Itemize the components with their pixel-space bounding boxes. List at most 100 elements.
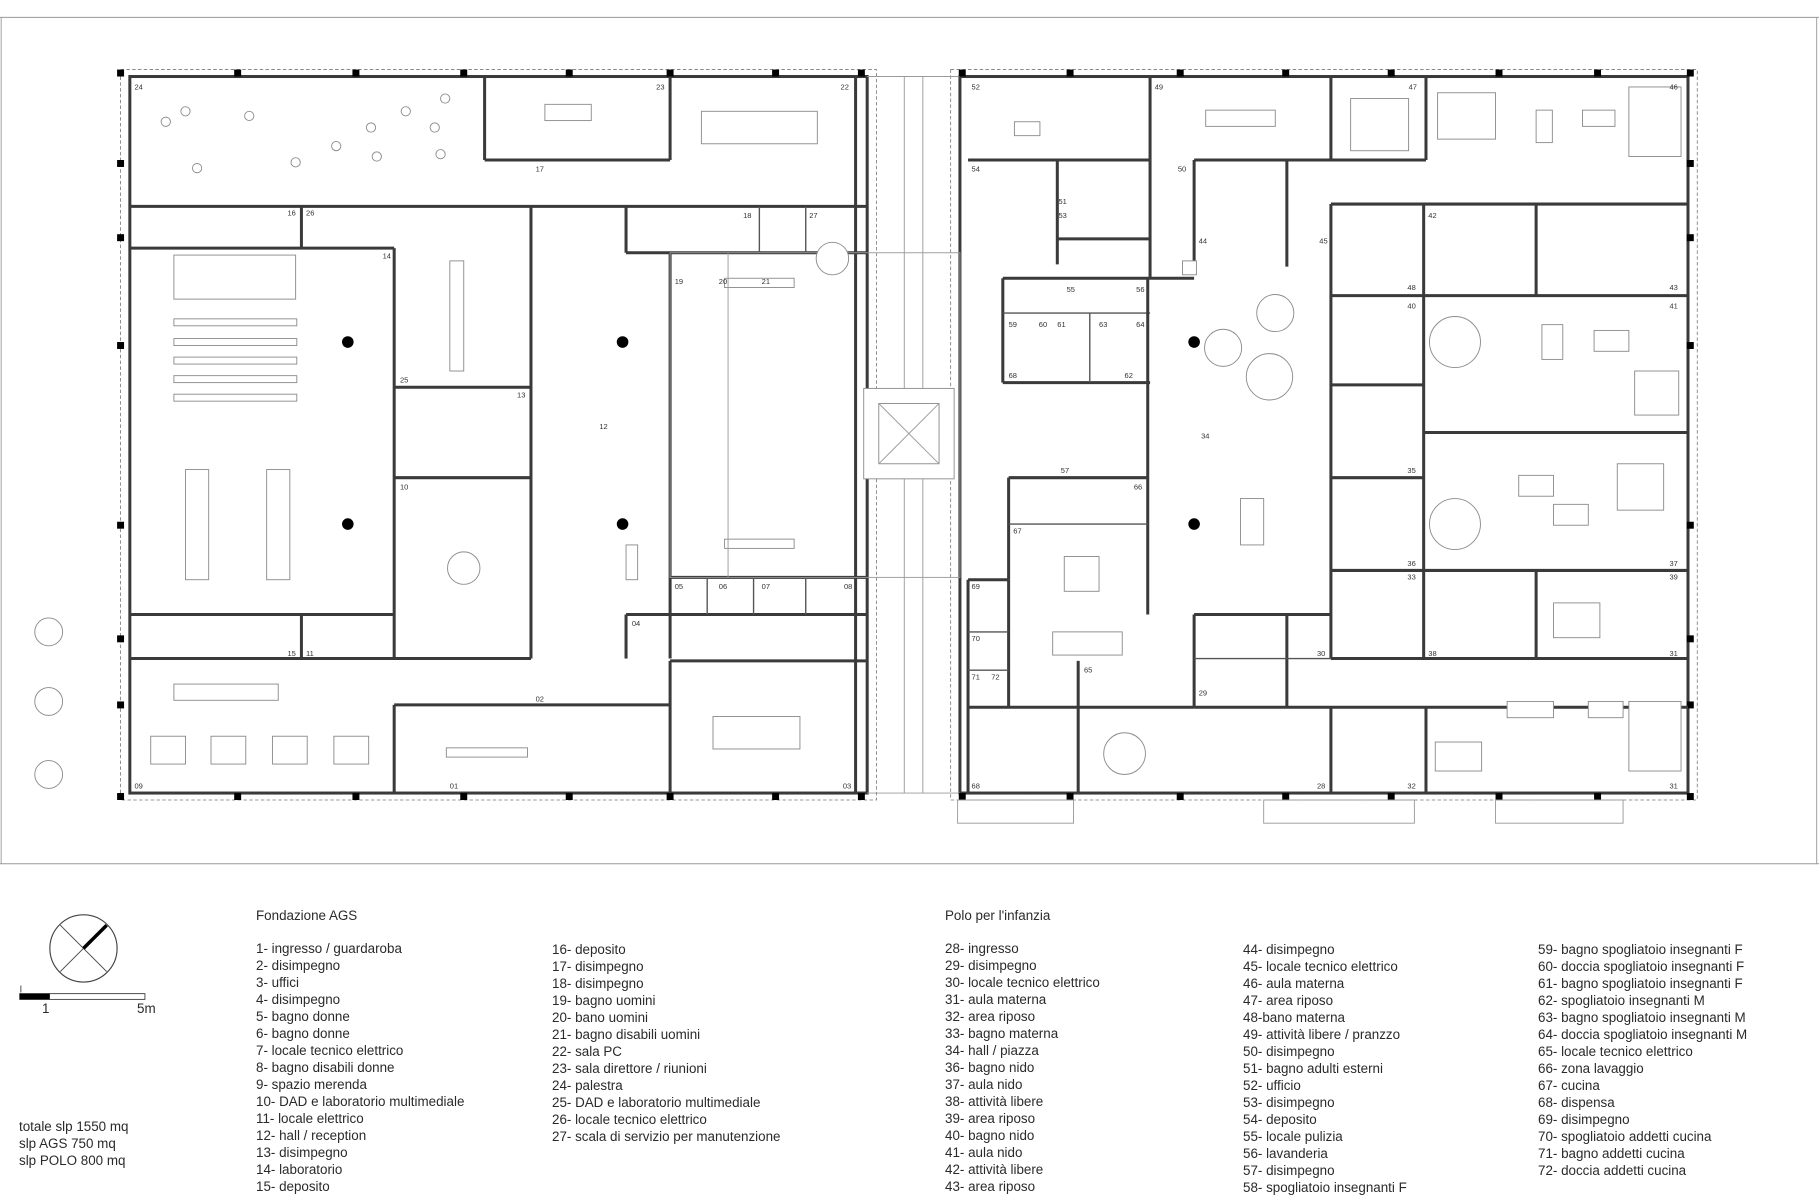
svg-text:66: 66: [1134, 482, 1142, 491]
legend-item: 50- disimpegno: [1243, 1044, 1335, 1059]
svg-text:70: 70: [972, 634, 980, 643]
svg-text:41: 41: [1669, 301, 1677, 310]
legend-item: 5- bagno donne: [256, 1009, 350, 1024]
site-boundary: [0, 16, 1819, 865]
svg-text:45: 45: [1319, 236, 1327, 245]
legend-item: 60- doccia spogliatoio insegnanti F: [1538, 959, 1745, 974]
legend-item: 6- bagno donne: [256, 1026, 350, 1041]
legend-item: 22- sala PC: [552, 1044, 622, 1059]
legend-item: 52- ufficio: [1243, 1078, 1301, 1093]
legend-item: 18- disimpegno: [552, 976, 644, 991]
legend-item: 39- area riposo: [945, 1111, 1036, 1126]
legend-item: 64- doccia spogliatoio insegnanti M: [1538, 1027, 1748, 1042]
area-totals: totale slp 1550 mq slp AGS 750 mq slp PO…: [19, 1118, 128, 1169]
svg-text:05: 05: [675, 582, 683, 591]
legend-item: 17- disimpegno: [552, 959, 644, 974]
svg-text:34: 34: [1201, 431, 1209, 440]
svg-text:55: 55: [1067, 285, 1075, 294]
legend-item: 34- hall / piazza: [945, 1043, 1039, 1058]
legend-item: 40- bagno nido: [945, 1128, 1035, 1143]
legend-polo-col3: 59- bagno spogliatoio insegnanti F 60- d…: [1538, 941, 1747, 1179]
svg-text:38: 38: [1428, 649, 1436, 658]
svg-text:06: 06: [719, 582, 727, 591]
legend-item: 4- disimpegno: [256, 992, 341, 1007]
svg-text:26: 26: [306, 209, 314, 218]
svg-text:11: 11: [306, 649, 314, 658]
legend-item: 21- bagno disabili uomini: [552, 1027, 701, 1042]
legend-item: 42- attività libere: [945, 1162, 1044, 1177]
legend-item: 29- disimpegno: [945, 958, 1037, 973]
legend-item: 7- locale tecnico elettrico: [256, 1043, 404, 1058]
svg-text:46: 46: [1669, 82, 1677, 91]
legend-item: 54- deposito: [1243, 1112, 1317, 1127]
legend-item: 10- DAD e laboratorio multimediale: [256, 1094, 465, 1109]
legend-item: 12- hall / reception: [256, 1128, 367, 1143]
svg-text:04: 04: [632, 619, 640, 628]
legend-item: 57- disimpegno: [1243, 1163, 1335, 1178]
slp-ags: slp AGS 750 mq: [19, 1136, 116, 1151]
legend-item: 16- deposito: [552, 942, 626, 957]
legend-item: 32- area riposo: [945, 1009, 1036, 1024]
svg-text:57: 57: [1061, 466, 1069, 475]
svg-text:42: 42: [1428, 211, 1436, 220]
svg-text:01: 01: [450, 781, 458, 790]
legend-item: 69- disimpegno: [1538, 1112, 1630, 1127]
svg-text:23: 23: [656, 82, 664, 91]
legend-item: 23- sala direttore / riunioni: [552, 1061, 707, 1076]
svg-text:60: 60: [1039, 320, 1047, 329]
svg-text:48: 48: [1407, 283, 1415, 292]
svg-text:30: 30: [1317, 649, 1325, 658]
svg-text:22: 22: [841, 82, 849, 91]
legend-item: 30- locale tecnico elettrico: [945, 975, 1100, 990]
svg-text:25: 25: [400, 376, 408, 385]
legend-ags: Fondazione AGS 1- ingresso / guardaroba …: [256, 907, 464, 1195]
svg-text:56: 56: [1136, 285, 1144, 294]
svg-text:27: 27: [809, 211, 817, 220]
legend-item: 72- doccia addetti cucina: [1538, 1163, 1687, 1178]
svg-text:43: 43: [1669, 283, 1677, 292]
svg-text:21: 21: [762, 277, 770, 286]
svg-text:65: 65: [1084, 665, 1092, 674]
legend-item: 61- bagno spogliatoio insegnanti F: [1538, 976, 1743, 991]
svg-text:68: 68: [972, 781, 980, 790]
legend-item: 3- uffici: [256, 975, 299, 990]
legend-item: 55- locale pulizia: [1243, 1129, 1343, 1144]
legend-item: 11- locale elettrico: [256, 1111, 364, 1126]
svg-text:72: 72: [991, 672, 999, 681]
svg-text:44: 44: [1199, 236, 1207, 245]
legend-item: 41- aula nido: [945, 1145, 1023, 1160]
svg-text:64: 64: [1136, 320, 1144, 329]
total-slp: totale slp 1550 mq: [19, 1119, 129, 1134]
scale-label-5m: 5m: [137, 1001, 156, 1016]
svg-text:33: 33: [1407, 573, 1415, 582]
legend-item: 65- locale tecnico elettrico: [1538, 1044, 1693, 1059]
legend-item: 59- bagno spogliatoio insegnanti F: [1538, 942, 1743, 957]
svg-text:03: 03: [843, 781, 851, 790]
legend-item: 45- locale tecnico elettrico: [1243, 959, 1398, 974]
svg-text:31: 31: [1669, 781, 1677, 790]
svg-text:59: 59: [1009, 320, 1017, 329]
furniture-ags: [150, 93, 850, 765]
svg-text:36: 36: [1407, 559, 1415, 568]
legend-polo-title: Polo per l'infanzia: [945, 908, 1051, 923]
legend-item: 27- scala di servizio per manutenzione: [552, 1129, 781, 1144]
svg-text:31: 31: [1669, 649, 1677, 658]
svg-text:71: 71: [972, 672, 980, 681]
svg-text:32: 32: [1407, 781, 1415, 790]
terrace-grids: [957, 799, 1624, 824]
svg-text:39: 39: [1669, 573, 1677, 582]
svg-text:16: 16: [288, 209, 296, 218]
furniture-polo: [1013, 86, 1682, 775]
svg-text:50: 50: [1178, 165, 1186, 174]
legend-item: 38- attività libere: [945, 1094, 1044, 1109]
legend-item: 58- spogliatoio insegnanti F: [1243, 1180, 1407, 1195]
courtyard: [669, 252, 961, 578]
svg-text:08: 08: [844, 582, 852, 591]
legend-item: 31- aula materna: [945, 992, 1047, 1007]
svg-text:07: 07: [762, 582, 770, 591]
legend-item: 28- ingresso: [945, 941, 1019, 956]
outdoor-tables: [34, 617, 64, 789]
svg-text:61: 61: [1057, 320, 1065, 329]
legend-item: 67- cucina: [1538, 1078, 1600, 1093]
legend-item: 66- zona lavaggio: [1538, 1061, 1644, 1076]
